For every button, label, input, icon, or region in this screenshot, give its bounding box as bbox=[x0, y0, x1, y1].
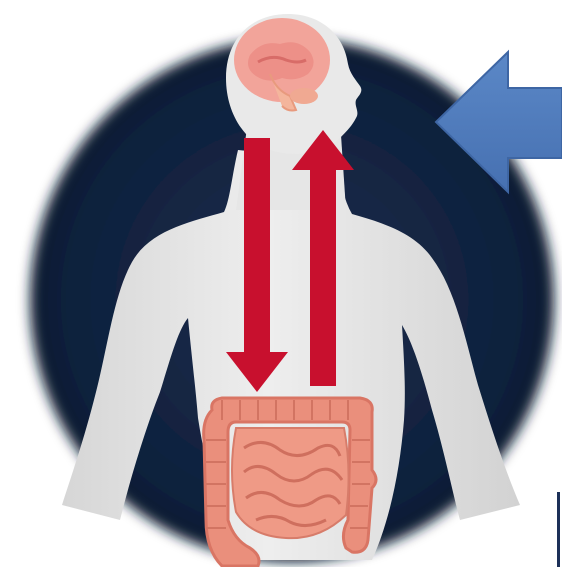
edge-line bbox=[557, 492, 560, 567]
